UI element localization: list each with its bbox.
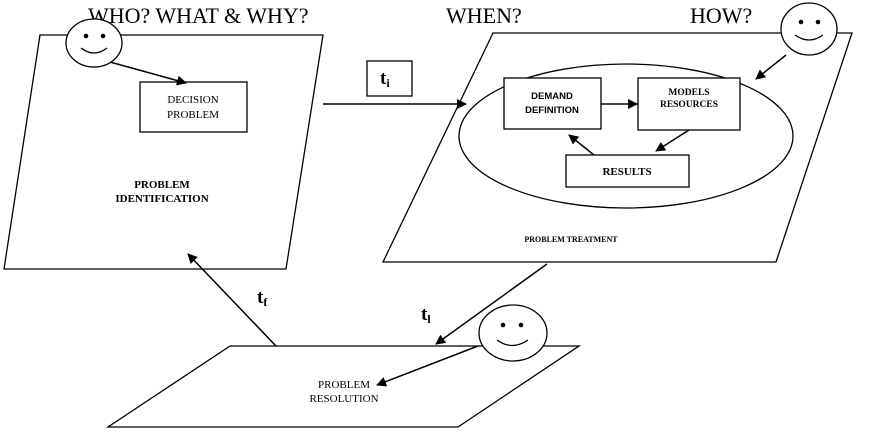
actor-smiley-icon (65, 18, 123, 68)
tf-label: tf (257, 287, 268, 309)
expert-smiley-icon (780, 2, 838, 56)
arrow-treatment-to-resolution (435, 263, 548, 345)
treatment-label: PROBLEM TREATMENT (524, 235, 618, 244)
problem-resolution-plane (105, 345, 582, 428)
demand-line1: DEMAND (531, 91, 573, 102)
decision-problem-box (139, 81, 248, 133)
ti-label: ti (380, 68, 390, 90)
arrow-actor-to-resolution (376, 345, 479, 387)
identification-label-line2: IDENTIFICATION (115, 193, 208, 205)
arrow-actor-to-decision (109, 61, 187, 86)
resolver-smiley-icon (478, 304, 548, 362)
header-who-what-why: WHO? WHAT & WHY? (88, 3, 309, 28)
header-how: HOW? (690, 3, 752, 28)
identification-label-line1: PROBLEM (134, 179, 190, 191)
header-when: WHEN? (446, 3, 522, 28)
resolution-label-line1: PROBLEM (318, 379, 370, 391)
problem-identification-plane (3, 34, 324, 270)
resolution-label-line2: RESOLUTION (309, 393, 378, 405)
decision-problem-line1: DECISION (167, 94, 218, 106)
tl-label: tl (421, 304, 431, 326)
demand-line2: DEFINITION (525, 105, 579, 116)
arrow-models-to-results (655, 129, 690, 152)
results-box (565, 154, 690, 188)
models-line2: RESOURCES (660, 100, 718, 110)
arrow-results-to-demand (568, 134, 595, 156)
arrow-actor-to-models (755, 54, 787, 80)
results-label: RESULTS (602, 166, 651, 178)
ti-box (366, 60, 413, 97)
models-line1: MODELS (668, 88, 709, 98)
arrow-resolution-to-identification (187, 253, 277, 347)
demand-definition-box (503, 77, 602, 130)
decision-problem-line2: PROBLEM (167, 109, 219, 121)
